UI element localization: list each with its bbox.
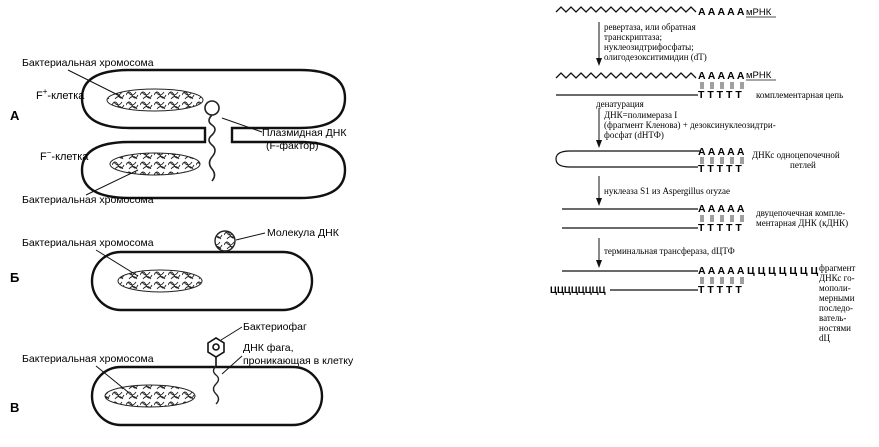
bacterial-chromosome-a-bottom	[109, 152, 201, 176]
final-line-3: мополи-	[819, 283, 851, 293]
polyt-2: T T T T T	[698, 89, 742, 101]
mrna-wavy-2	[555, 72, 697, 79]
step2-line-3: фосфат (dНТФ)	[604, 130, 664, 140]
label-b: Б	[10, 270, 19, 285]
double-strand-label-1: двуцепочечная компле-	[756, 208, 845, 218]
label-v: В	[10, 400, 19, 415]
chromosome-label-a-bottom: Бактериальная хромосома	[22, 194, 154, 206]
phage-dna-injected	[212, 365, 220, 405]
final-line-4: мерными	[819, 293, 855, 303]
phage-dna-label-2: проникающая в клетку	[243, 355, 354, 367]
step1-line-2: транскриптаза;	[604, 32, 662, 42]
double-strand-label-2: ментарная ДНК (кДНК)	[756, 218, 848, 228]
base-pairs-2	[700, 82, 744, 89]
hairpin-loop	[555, 150, 700, 168]
bacterial-chromosome-v	[104, 384, 196, 408]
bacterial-diagrams-panel: А Бактериальная хромосома F+-клетка F−-к…	[10, 57, 354, 427]
step1-text: ревертаза, или обратная транскриптаза; н…	[604, 22, 707, 62]
cell-v-outline	[90, 365, 324, 427]
step2-line-2: (фрагмент Кленова) + дезоксинуклеозидтри…	[604, 120, 776, 130]
chromosome-label-b: Бактериальная хромосома	[22, 237, 154, 249]
step2-text: ДНК=полимераза I (фрагмент Кленова) + де…	[604, 110, 776, 140]
bacterial-diagrams-svg: А Бактериальная хромосома F+-клетка F−-к…	[10, 57, 354, 427]
final-line-6: ватель-	[819, 313, 846, 323]
step1-line-1: ревертаза, или обратная	[604, 22, 696, 32]
mrna-label-2: мРНК	[746, 70, 772, 81]
base-pairs-3	[700, 157, 744, 164]
final-line-5: последо-	[819, 303, 853, 313]
polyc-left: ЦЦЦЦЦЦЦЦ	[550, 285, 606, 296]
cdna-synthesis-svg: A A A A A мРНК ревертаза, или обратная т…	[550, 6, 855, 343]
denaturation-label: денатурация	[596, 99, 644, 109]
plasmid-dna	[204, 100, 220, 182]
step2-line-1: ДНК=полимераза I	[604, 110, 677, 120]
cell-b-outline	[90, 250, 314, 312]
bacteriophage	[207, 337, 225, 366]
bacterial-chromosome-a-top	[106, 88, 204, 112]
step3-label: нуклеаза S1 из Aspergillus oryzae	[604, 186, 730, 196]
base-pairs-4	[700, 215, 744, 222]
final-line-7: ностями	[819, 323, 851, 333]
polya-2: A A A A A	[698, 70, 745, 82]
f-plus-label: F+-клетка	[36, 87, 85, 102]
final-line-1: фрагмент	[819, 263, 855, 273]
polya-1: A A A A A	[698, 6, 745, 18]
polya-4: A A A A A	[698, 203, 745, 215]
label-a: А	[10, 108, 20, 123]
step4-label: терминальная трансфераза, dЦТФ	[604, 246, 735, 256]
hairpin-label-2: петлей	[790, 160, 816, 170]
mrna-label-1: мРНК	[746, 7, 772, 18]
polya-3: A A A A A	[698, 146, 745, 158]
mrna-wavy-1	[555, 6, 697, 13]
plasmid-label-2: (F-фактор)	[266, 140, 318, 152]
dna-molecule-label: Молекула ДНК	[267, 227, 340, 239]
chromosome-label-v: Бактериальная хромосома	[22, 353, 154, 365]
polyt-4: T T T T T	[698, 222, 742, 234]
phage-dna-label-1: ДНК фага,	[243, 342, 294, 354]
hairpin-label-1: ДНКс одноцепочечной	[752, 150, 840, 160]
complementary-chain-label: комплементарная цепь	[756, 90, 843, 100]
step1-line-4: олигодезокситимидин (dT)	[604, 52, 707, 62]
cdna-synthesis-panel: A A A A A мРНК ревертаза, или обратная т…	[540, 0, 879, 442]
polyc-top: A A A A A Ц Ц Ц Ц Ц Ц Ц	[698, 265, 819, 277]
final-label: фрагмент ДНКс го- мополи- мерными послед…	[819, 263, 855, 343]
f-plus-cell-outline	[80, 68, 347, 200]
phage-label: Бактериофаг	[243, 321, 307, 333]
final-line-2: ДНКс го-	[819, 273, 855, 283]
bacterial-chromosome-b	[117, 269, 203, 293]
dna-molecule-free	[214, 230, 236, 252]
polyt-3: T T T T T	[698, 163, 742, 175]
step1-line-3: нуклеозидтрифосфаты;	[604, 42, 694, 52]
final-line-8: dЦ	[819, 333, 831, 343]
base-pairs-5	[700, 277, 744, 284]
chromosome-label-a-top: Бактериальная хромосома	[22, 57, 154, 69]
polyt-5: T T T T T	[698, 284, 742, 296]
f-minus-label: F−-клетка	[40, 148, 89, 163]
plasmid-label-1: Плазмидная ДНК	[262, 127, 347, 139]
